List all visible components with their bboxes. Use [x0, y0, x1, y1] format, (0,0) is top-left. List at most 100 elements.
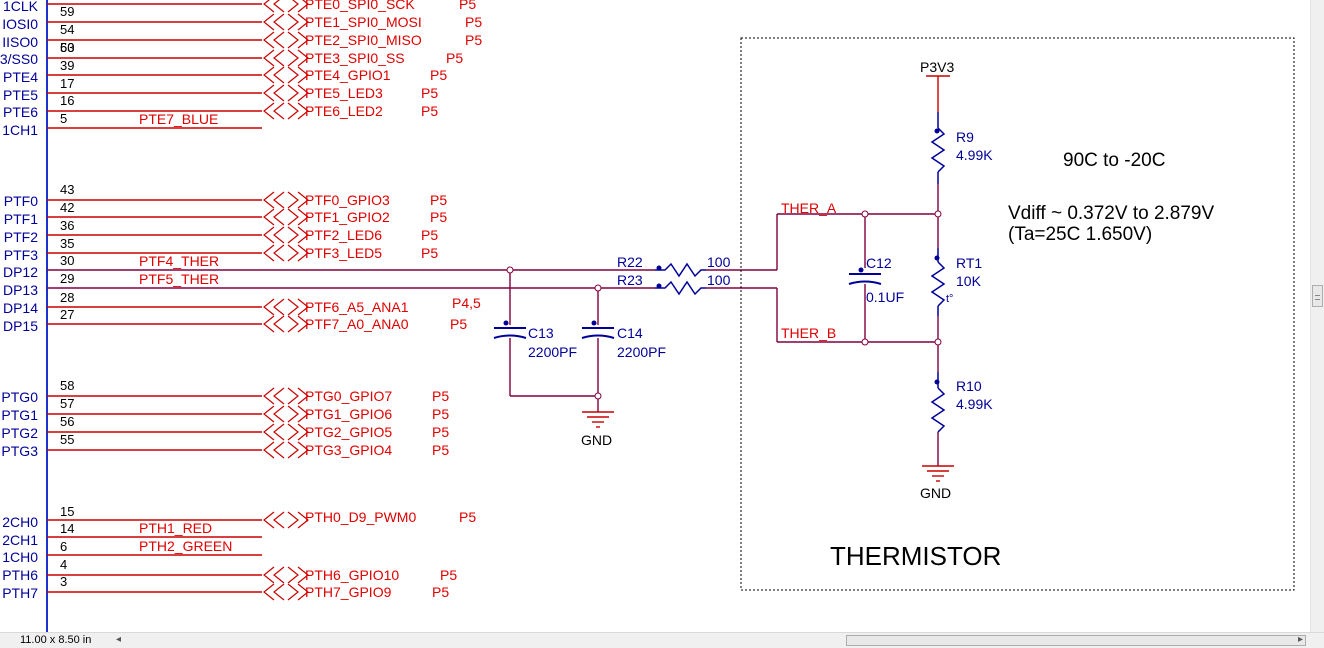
thermistor-block-frame [740, 37, 1295, 591]
left-signal: PTE5 [3, 87, 38, 103]
c12-value: 0.1UF [866, 289, 904, 305]
port-name: PTH7_GPIO9 [305, 584, 392, 600]
left-signal: PTF2 [4, 229, 38, 245]
pin-number: 36 [60, 218, 74, 233]
port-name: PTG2_GPIO5 [305, 424, 392, 440]
port-name: PTE0_SPI0_SCK [305, 0, 415, 12]
r10-pin1-dot [934, 379, 940, 385]
c12-ref: C12 [866, 255, 892, 271]
gnd-symbol-divider [922, 465, 954, 482]
pin-number: 56 [60, 414, 74, 429]
c14-value: 2200PF [617, 344, 666, 360]
left-signal: PTE6 [3, 104, 38, 120]
r22-ref: R22 [617, 254, 643, 270]
port-page-ref: P5 [421, 85, 438, 101]
port-page-ref: P5 [465, 14, 482, 30]
status-bar: 11.00 x 8.50 in ◂ ▸ [0, 632, 1324, 648]
port-page-ref: P5 [446, 50, 463, 66]
schematic-sheet: 1CLK IOSI0 IISO0 3/SS0 PTE4 PTE5 PTE6 1C… [0, 0, 1295, 632]
left-signal: PTG0 [1, 389, 38, 405]
pin-number: 15 [60, 504, 74, 519]
port-name: PTF6_A5_ANA1 [305, 299, 409, 315]
port-page-ref: P5 [432, 388, 449, 404]
pin-number: 43 [60, 182, 74, 197]
net-label-ther-a: THER_A [781, 200, 837, 216]
left-signal: 3/SS0 [0, 51, 38, 67]
net-label-ptf4: PTF4_THER [139, 253, 219, 269]
left-signal: 2CH1 [2, 532, 38, 548]
rt1-temp-mark: t° [946, 293, 953, 305]
resistor-r23-symbol [655, 280, 706, 296]
left-signal: 2CH0 [2, 514, 38, 530]
pin-number: 17 [60, 76, 74, 91]
port-name: PTG1_GPIO6 [305, 406, 392, 422]
c14-ref: C14 [617, 325, 643, 341]
port-name: PTG0_GPIO7 [305, 388, 392, 404]
c13-ref: C13 [528, 325, 554, 341]
capacitor-c13-symbol [493, 327, 527, 339]
port-page-ref: P4,5 [452, 295, 481, 311]
net-label-pth1: PTH1_RED [139, 520, 212, 536]
port-name: PTF3_LED5 [305, 245, 382, 261]
c12-pin1-dot [858, 267, 864, 273]
left-signal: PTF0 [4, 193, 38, 209]
vertical-scrollbar[interactable] [1310, 0, 1324, 632]
left-signal: DP14 [3, 300, 38, 316]
pin-number: 29 [60, 271, 74, 286]
net-label-pte7: PTE7_BLUE [139, 111, 218, 127]
scroll-right-arrow-icon[interactable]: ▸ [1298, 634, 1304, 645]
pin-number: 3 [60, 574, 67, 589]
pin-number: 55 [60, 432, 74, 447]
left-signal: PTF1 [4, 211, 38, 227]
r10-value: 4.99K [956, 396, 993, 412]
port-page-ref: P5 [421, 227, 438, 243]
pin-number: 4 [60, 557, 67, 572]
p3v3-power-symbol [926, 75, 950, 112]
pin-number: 39 [60, 58, 74, 73]
left-signal: PTG1 [1, 407, 38, 423]
port-page-ref: P5 [432, 424, 449, 440]
capacitor-c14-symbol [581, 327, 615, 339]
horizontal-scroll-thumb[interactable] [846, 635, 1306, 646]
port-page-ref: P5 [432, 406, 449, 422]
port-name: PTF1_GPIO2 [305, 209, 390, 225]
vertical-scroll-thumb[interactable] [1312, 285, 1323, 307]
rt1-ref: RT1 [956, 255, 982, 271]
port-page-ref: P5 [432, 584, 449, 600]
r23-ref: R23 [617, 272, 643, 288]
schematic-canvas[interactable]: 1CLK IOSI0 IISO0 3/SS0 PTE4 PTE5 PTE6 1C… [0, 0, 1310, 632]
temp-range-note: 90C to -20C [1063, 150, 1165, 171]
thermistor-nets [47, 184, 939, 466]
pin-number: 42 [60, 200, 74, 215]
port-name: PTF0_GPIO3 [305, 192, 390, 208]
capacitor-c12-symbol [848, 273, 882, 285]
pin-number: 53 [60, 40, 74, 55]
r22-value: 100 [707, 254, 731, 270]
pin-number: 35 [60, 236, 74, 251]
left-signal: DP12 [3, 264, 38, 280]
port-name: PTH0_D9_PWM0 [305, 509, 416, 525]
port-name: PTG3_GPIO4 [305, 442, 392, 458]
port-name: PTE1_SPI0_MOSI [305, 14, 422, 30]
port-name: PTE3_SPI0_SS [305, 50, 405, 66]
left-signal: PTE4 [3, 69, 38, 85]
pin-number: 30 [60, 253, 74, 268]
left-signal: IOSI0 [2, 16, 38, 32]
scroll-left-arrow-icon[interactable]: ◂ [116, 634, 122, 645]
port-name: PTE6_LED2 [305, 103, 383, 119]
c14-pin1-dot [591, 320, 597, 326]
pin-number: 59 [60, 4, 74, 19]
port-name: PTE2_SPI0_MISO [305, 32, 422, 48]
horizontal-scrollbar[interactable] [128, 635, 1306, 646]
pin-number: 57 [60, 396, 74, 411]
c13-pin1-dot [503, 320, 509, 326]
left-signal: 1CH1 [2, 122, 38, 138]
left-signal: PTG2 [1, 425, 38, 441]
offpage-connector-icons [263, 0, 309, 601]
pin-number: 27 [60, 307, 74, 322]
port-name: PTH6_GPIO10 [305, 567, 399, 583]
r23-pin1-dot [656, 283, 662, 289]
port-page-ref: P5 [459, 509, 476, 525]
pin-number: 14 [60, 521, 74, 536]
left-signal: PTH7 [2, 585, 38, 601]
